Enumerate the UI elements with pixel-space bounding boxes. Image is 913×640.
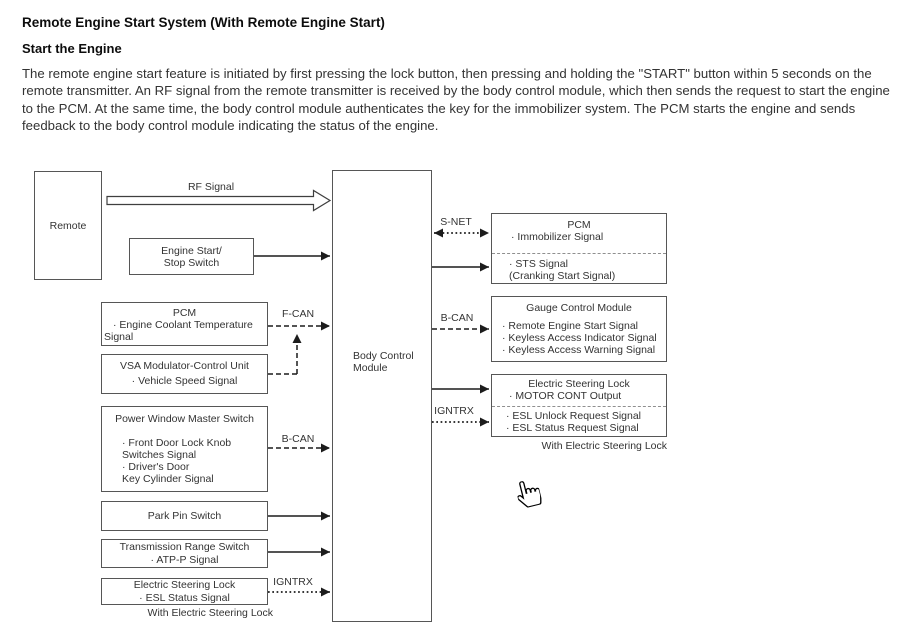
b-can-left-label: B-CAN <box>281 433 315 445</box>
pwms-title: Power Window Master Switch <box>115 413 254 425</box>
trans-line1: · ATP-P Signal <box>150 553 219 566</box>
pcm-left-title: PCM <box>172 307 197 319</box>
esl-right-top1: · MOTOR CONT Output <box>509 390 622 402</box>
trans-title: Transmission Range Switch <box>119 540 250 553</box>
park-pin-switch-box: Park Pin Switch <box>101 501 268 531</box>
pwms-line4: Key Cylinder Signal <box>122 473 214 485</box>
igntrx-left-label: IGNTRX <box>273 576 313 588</box>
vsa-modulator-box: VSA Modulator-Control Unit · Vehicle Spe… <box>101 354 268 394</box>
esl-right-caption: With Electric Steering Lock <box>541 440 667 452</box>
rf-signal-label: RF Signal <box>187 181 235 193</box>
igntrx-right-label: IGNTRX <box>434 405 474 417</box>
body-control-module-box: Body Control Module <box>332 170 432 622</box>
bcm-line2: Module <box>353 361 388 374</box>
pcm-left-line2: Signal <box>104 331 134 343</box>
esl-left-caption: With Electric Steering Lock <box>147 607 273 619</box>
rf-signal-arrow <box>106 189 332 212</box>
park-pin-label: Park Pin Switch <box>147 510 222 522</box>
s-net-label: S-NET <box>440 216 472 228</box>
pcm-right-title: PCM <box>567 219 591 231</box>
esl-right-bottom2: · ESL Status Request Signal <box>506 422 639 434</box>
f-can-label: F-CAN <box>281 308 315 320</box>
section-title: Start the Engine <box>22 41 122 56</box>
gauge-title: Gauge Control Module <box>526 302 632 314</box>
esl-left-title: Electric Steering Lock <box>133 578 236 591</box>
transmission-range-switch-box: Transmission Range Switch · ATP-P Signal <box>101 539 268 568</box>
esl-left-line1: · ESL Status Signal <box>139 591 230 604</box>
esl-right-title: Electric Steering Lock <box>528 378 630 390</box>
remote-label: Remote <box>49 219 87 232</box>
remote-box: Remote <box>34 171 102 280</box>
electric-steering-lock-left-box: Electric Steering Lock · ESL Status Sign… <box>101 578 268 605</box>
gauge-line2: · Keyless Access Indicator Signal <box>502 332 657 344</box>
power-window-master-switch-box: Power Window Master Switch · Front Door … <box>101 406 268 492</box>
vsa-line1: · Vehicle Speed Signal <box>131 375 238 387</box>
pcm-left-line1: · Engine Coolant Temperature <box>113 319 253 331</box>
pwms-line3: · Driver's Door <box>122 461 190 473</box>
pcm-right-box: PCM · Immobilizer Signal · STS Signal (C… <box>491 213 667 284</box>
pcm-right-bottom1: · STS Signal <box>509 258 568 270</box>
esl-right-bottom1: · ESL Unlock Request Signal <box>506 410 642 422</box>
b-can-right-label: B-CAN <box>440 312 474 324</box>
gauge-line3: · Keyless Access Warning Signal <box>502 344 656 356</box>
description-paragraph: The remote engine start feature is initi… <box>22 66 890 134</box>
gauge-line1: · Remote Engine Start Signal <box>502 320 638 332</box>
pcm-right-bottom2: (Cranking Start Signal) <box>509 270 616 282</box>
ess-line1: Engine Start/ <box>161 244 222 257</box>
ess-line2: Stop Switch <box>163 256 220 269</box>
electric-steering-lock-right-box: Electric Steering Lock · MOTOR CONT Outp… <box>491 374 667 437</box>
vsa-title: VSA Modulator-Control Unit <box>120 360 249 372</box>
page-title: Remote Engine Start System (With Remote … <box>22 15 385 30</box>
pwms-line1: · Front Door Lock Knob <box>122 437 232 449</box>
engine-start-stop-switch-box: Engine Start/ Stop Switch <box>129 238 254 275</box>
pcm-left-box: PCM · Engine Coolant Temperature Signal <box>101 302 268 346</box>
gauge-control-module-box: Gauge Control Module · Remote Engine Sta… <box>491 296 667 362</box>
pcm-right-top1: · Immobilizer Signal <box>511 231 604 243</box>
hand-cursor-icon <box>517 481 542 508</box>
bcm-line1: Body Control <box>353 350 414 362</box>
pwms-line2: Switches Signal <box>122 449 197 461</box>
